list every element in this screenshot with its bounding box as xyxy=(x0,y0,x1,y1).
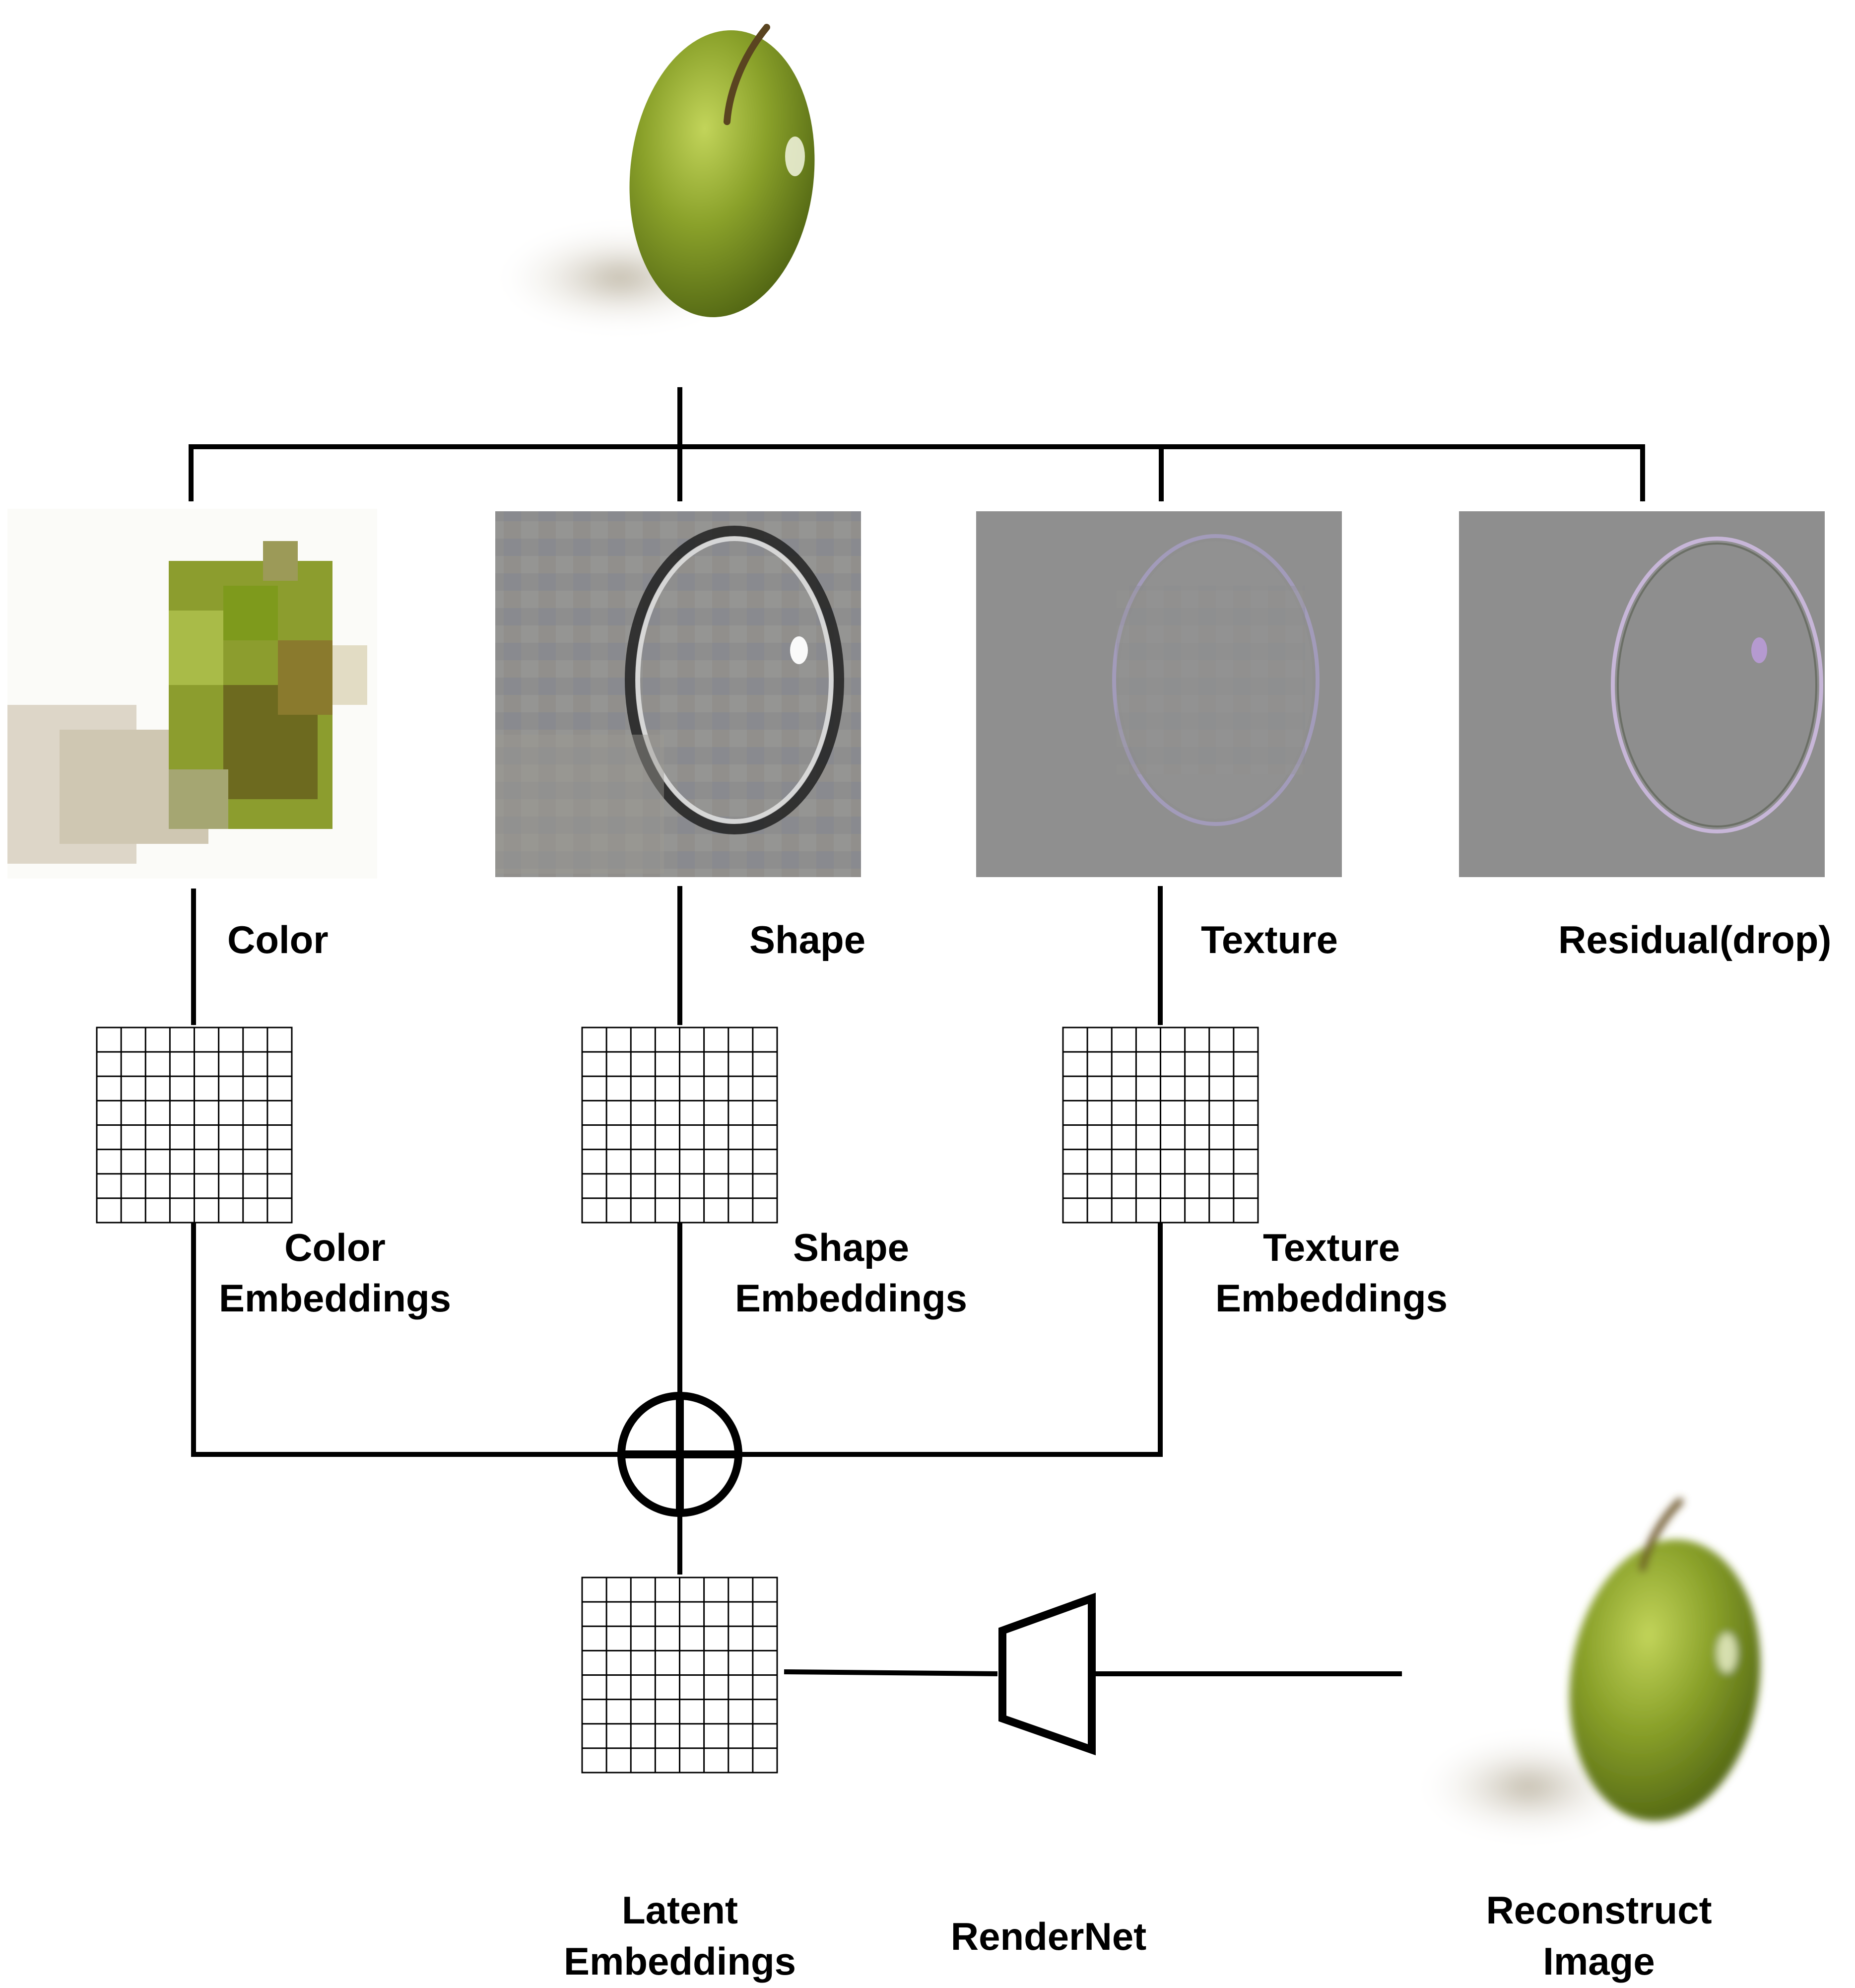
input-apple-image xyxy=(491,10,859,377)
fusion-connectors xyxy=(191,1223,1163,1575)
latent-embeddings-label-line1: Latent xyxy=(622,1888,738,1932)
split-connector xyxy=(189,387,1645,502)
shape-embeddings-label-line2: Embeddings xyxy=(735,1276,967,1320)
residual-label: Residual(drop) xyxy=(1558,918,1831,961)
reconstruct-image-label-line1: Reconstruct xyxy=(1486,1888,1712,1932)
texture-embeddings-label-line1: Texture xyxy=(1263,1226,1400,1269)
color-embeddings-label-line1: Color xyxy=(284,1226,386,1269)
color-embedding-grid xyxy=(96,1027,293,1224)
circled-plus-icon xyxy=(617,1392,742,1517)
shape-label: Shape xyxy=(749,918,865,961)
shape-embeddings-label-line1: Shape xyxy=(793,1226,909,1269)
shape-component-image xyxy=(495,511,861,877)
shape-embedding-grid xyxy=(581,1027,778,1224)
color-embeddings-label-line2: Embeddings xyxy=(219,1276,451,1320)
rendernet-label: RenderNet xyxy=(951,1915,1146,1958)
latent-embedding-grid xyxy=(581,1577,778,1774)
texture-embeddings-label-line2: Embeddings xyxy=(1215,1276,1448,1320)
component-to-embedding-arrows xyxy=(191,886,1163,1026)
texture-embedding-grid xyxy=(1062,1027,1259,1224)
color-label: Color xyxy=(227,918,329,961)
texture-label: Texture xyxy=(1201,918,1338,961)
render-connectors xyxy=(784,1669,1402,1676)
latent-embeddings-label-line2: Embeddings xyxy=(564,1939,796,1983)
texture-component-image xyxy=(976,511,1342,877)
reconstruct-image-label-line2: Image xyxy=(1543,1939,1655,1983)
trapezoid-decoder-icon xyxy=(998,1592,1096,1756)
color-component-image xyxy=(7,509,377,879)
reconstructed-apple-image xyxy=(1412,1498,1779,1856)
residual-component-image xyxy=(1459,511,1825,877)
